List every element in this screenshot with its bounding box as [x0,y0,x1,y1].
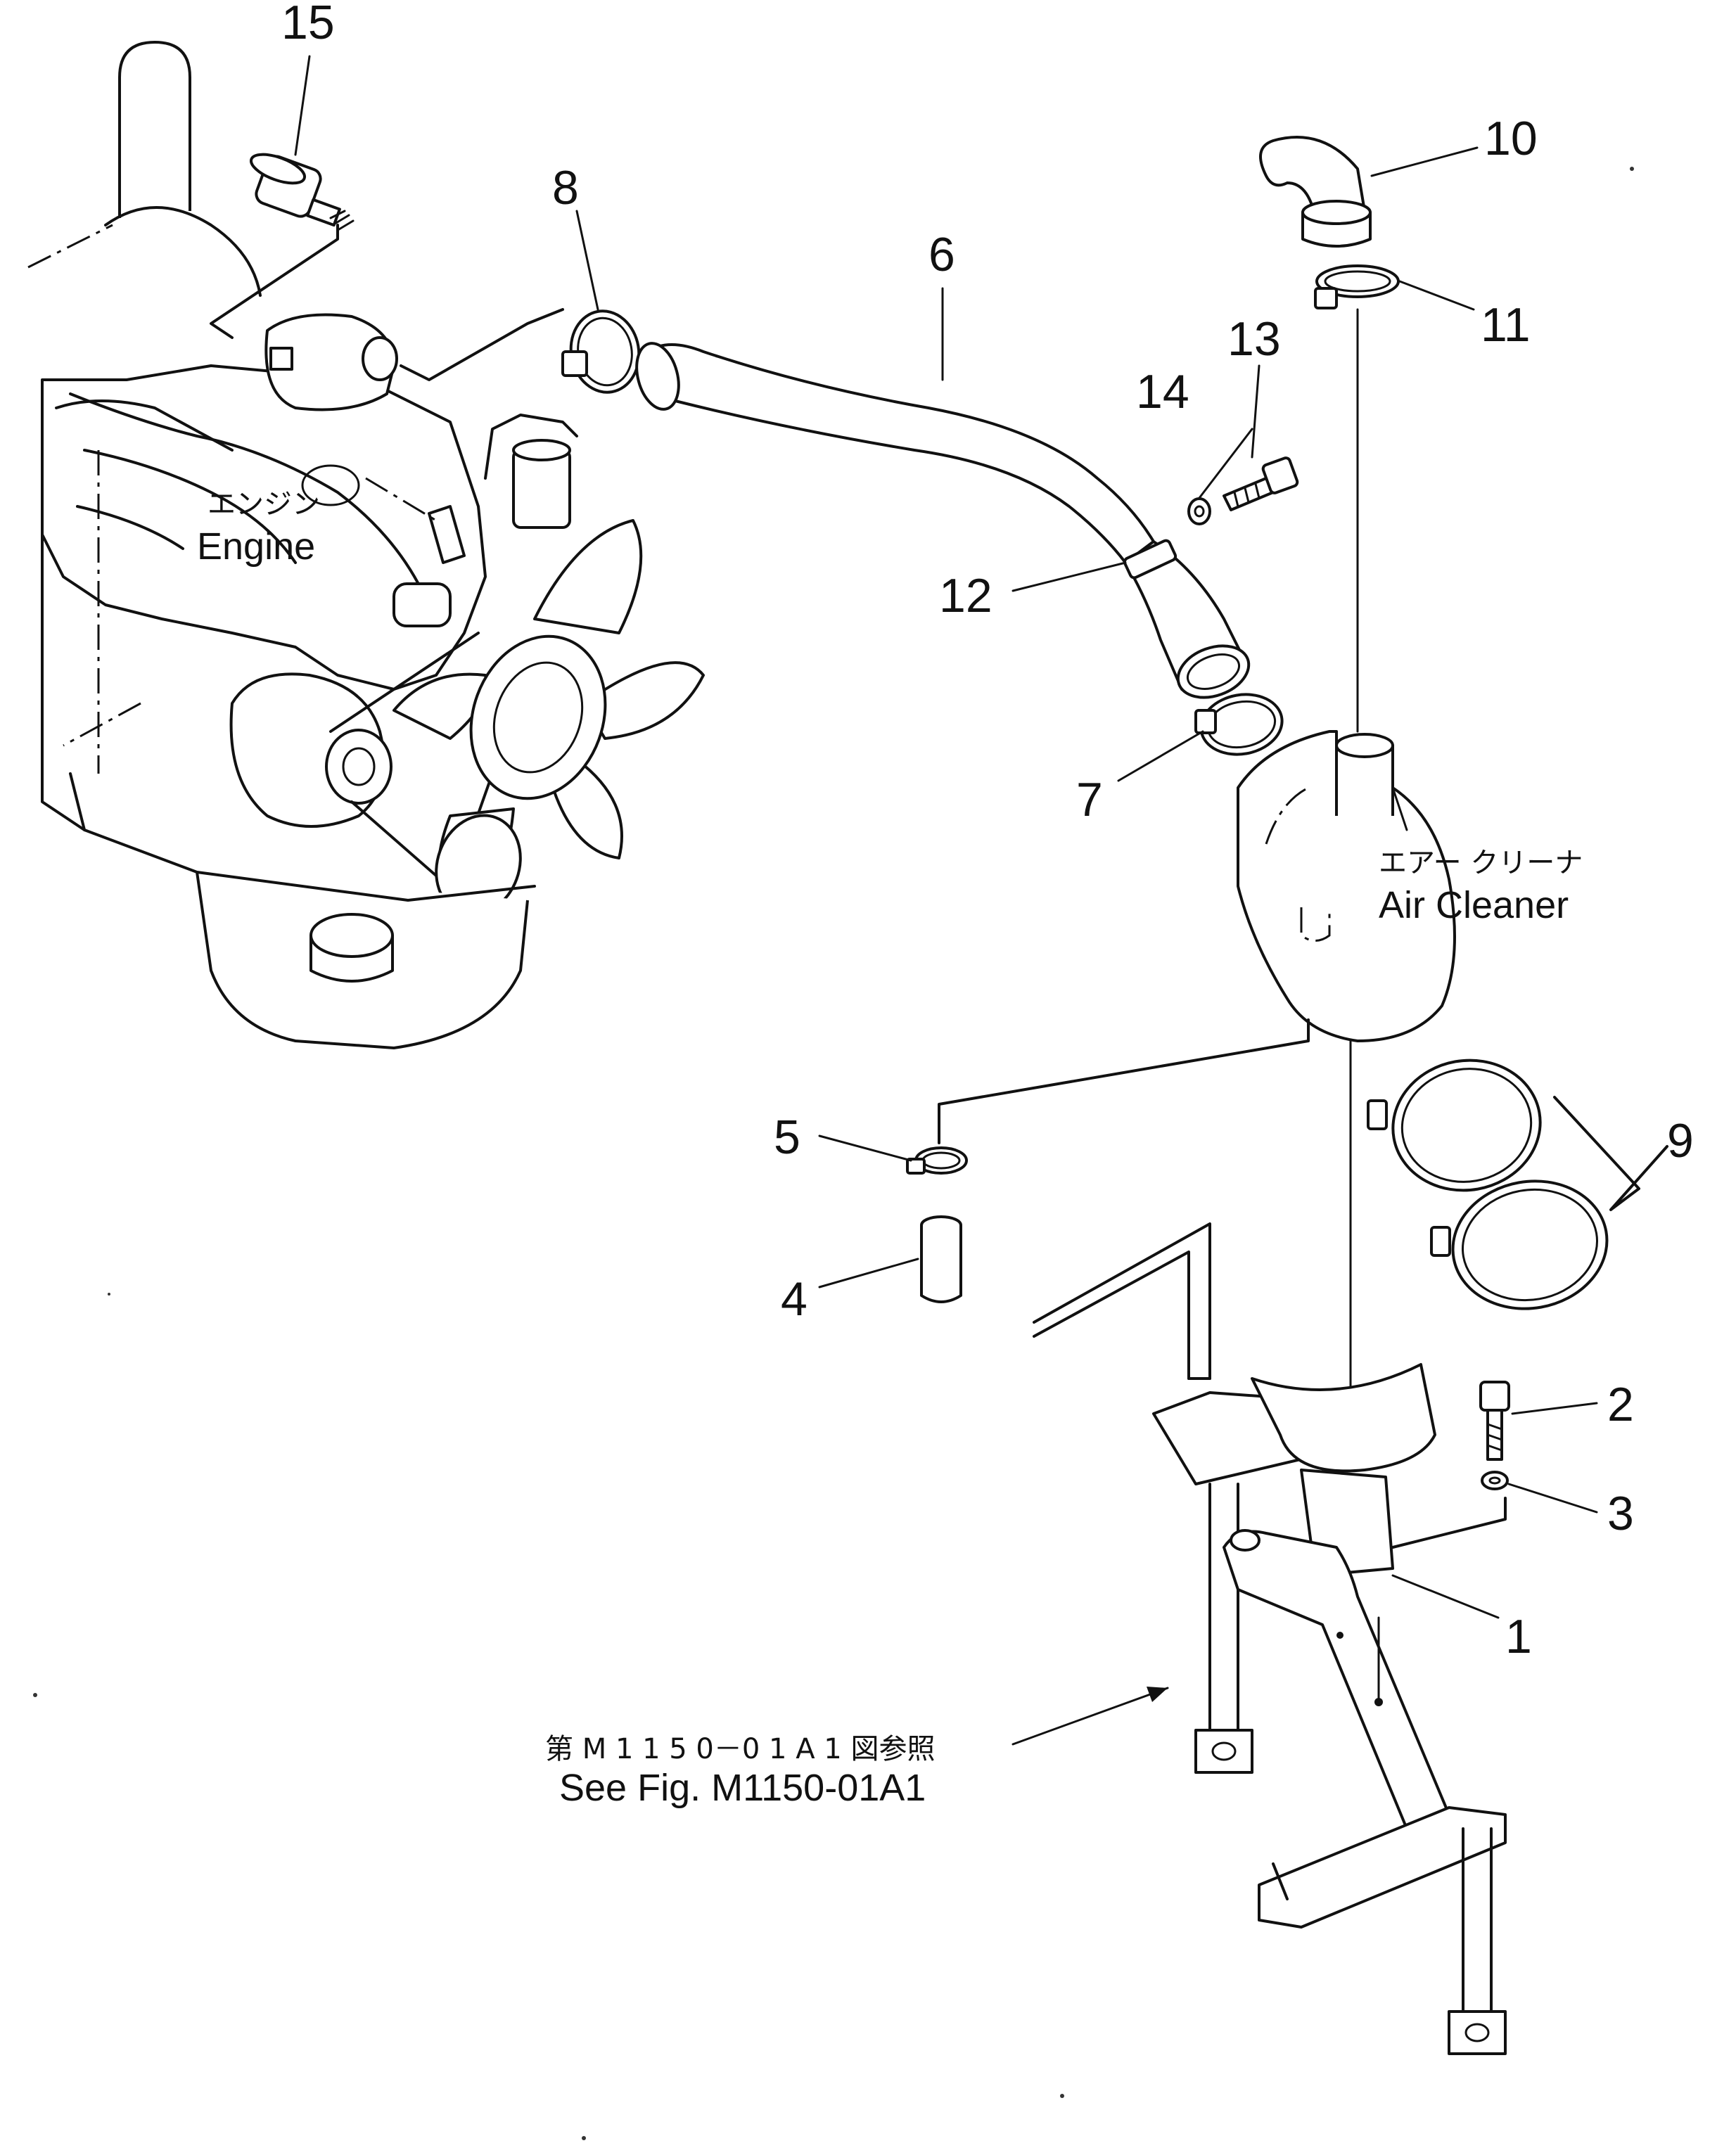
reference-label-jp: 第 M 1 1 5 0－0 1 A 1 図参照 [545,1733,935,1765]
callout-8: 8 [552,161,579,215]
part-4-hose [920,1215,962,1303]
engine-illustration [27,41,705,1049]
callout-9: 9 [1667,1114,1694,1168]
callout-13: 13 [1227,312,1281,366]
air-cleaner-body [1237,730,1456,1042]
part-2-bolt [1479,1381,1510,1461]
callout-15: 15 [281,0,335,49]
engine-label-jp: エンジン [208,488,320,520]
air-cleaner-label-jp: エアー クリーナ [1379,847,1583,879]
part-13-bolt [1223,456,1299,511]
part-11-clamp [1314,264,1400,309]
engine-label-en: Engine [197,525,315,568]
callout-10: 10 [1484,112,1538,165]
callout-3: 3 [1607,1487,1634,1540]
part-7-clamp [1194,693,1284,756]
callout-14: 14 [1136,365,1189,418]
part-15-sensor [210,153,355,339]
callout-11: 11 [1481,298,1531,352]
callout-1: 1 [1505,1610,1532,1663]
mounting-stand [1033,1222,1507,2055]
callout-2: 2 [1607,1378,1634,1431]
part-10-rain-cap [1259,136,1372,248]
callout-4: 4 [781,1272,808,1326]
part-8-clamp [400,308,641,394]
air-cleaner-label-en: Air Cleaner [1379,884,1569,926]
leader-lines [294,55,1598,1746]
reference-label-en: See Fig. M1150-01A1 [559,1767,926,1809]
callout-5: 5 [774,1111,800,1164]
part-14-washer [1187,497,1211,525]
part-12-elbow [1123,539,1251,699]
part-5-clamp [906,1018,1310,1175]
callout-7: 7 [1076,773,1103,826]
callout-12: 12 [939,569,993,622]
part-3-washer [1391,1471,1509,1549]
part-9-band-clamps [1367,1059,1668,1310]
part-6-hose [635,342,1155,564]
callout-6: 6 [928,228,955,281]
